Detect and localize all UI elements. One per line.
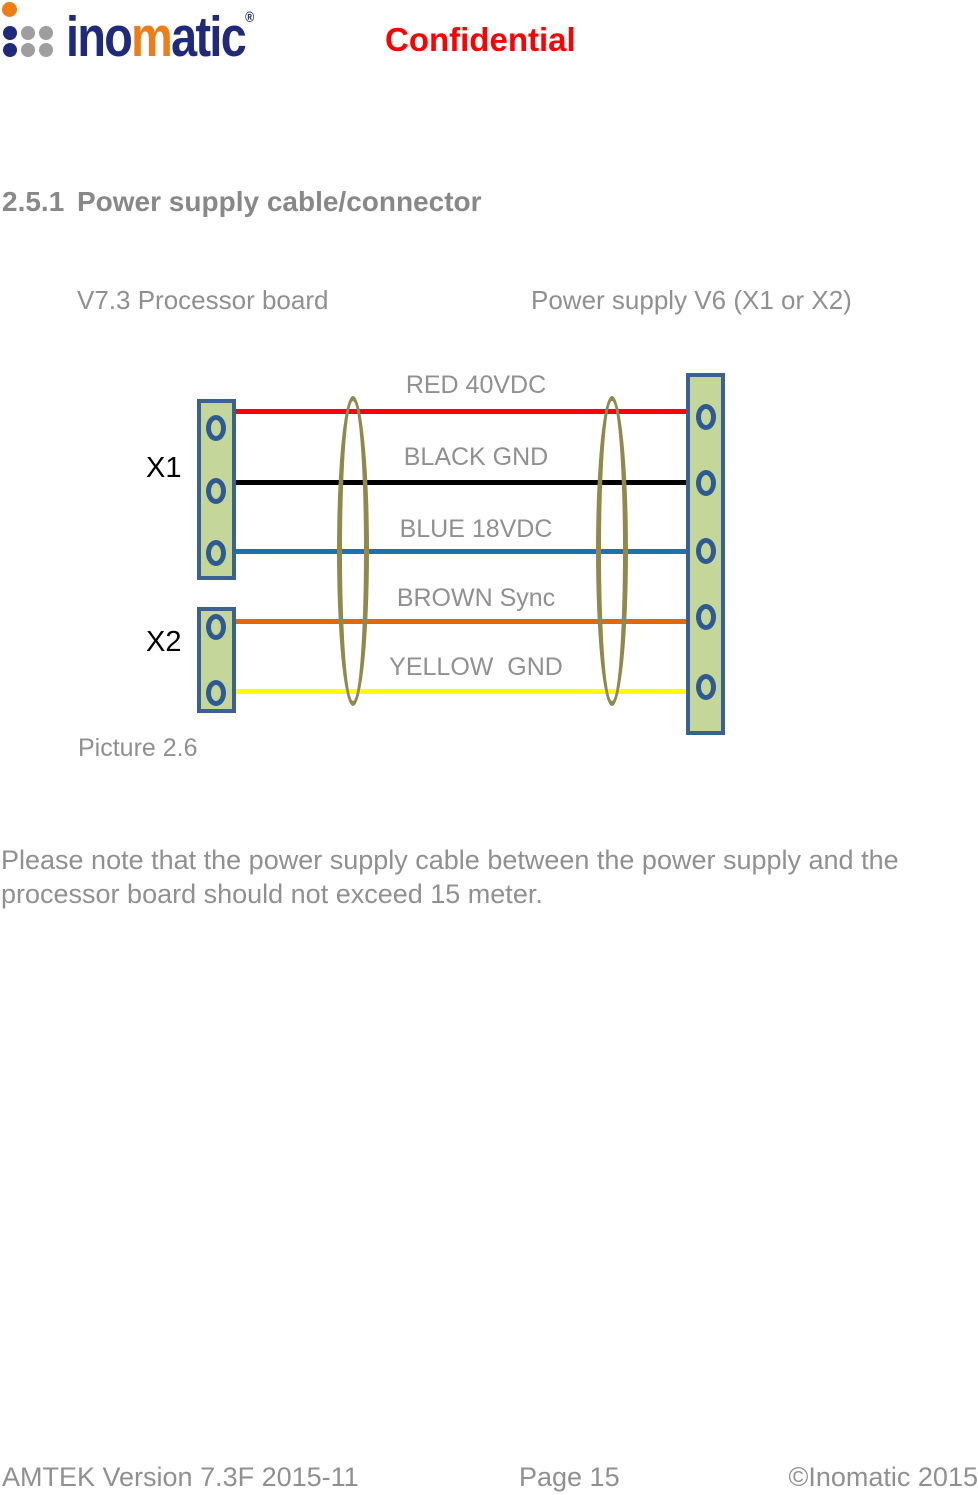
cable-bundle-ellipse (596, 396, 628, 706)
connector-pin-hole (206, 478, 226, 504)
wire-label-brown-sync: BROWN Sync (396, 584, 556, 612)
footer-copyright: ©Inomatic 2015 (788, 1462, 978, 1492)
wire-label-red-40vdc: RED 40VDC (405, 371, 547, 399)
wire-label-blue-18vdc: BLUE 18VDC (399, 515, 553, 543)
diagram-left-title: V7.3 Processor board (77, 285, 329, 315)
footer-page-number: Page 15 (519, 1462, 620, 1492)
logo-dot-icon (39, 26, 53, 40)
body-note: Please note that the power supply cable … (1, 845, 899, 909)
section-number: 2.5.1 (2, 186, 65, 217)
diagram-right-title: Power supply V6 (X1 or X2) (531, 285, 852, 315)
footer-version: AMTEK Version 7.3F 2015-11 (2, 1462, 359, 1492)
connector-pin-hole (206, 680, 226, 706)
wire-red (236, 409, 686, 414)
logo-dot-icon (3, 26, 17, 40)
logo-text-ino: ino (66, 5, 133, 69)
connector-pin-hole (696, 604, 716, 630)
cable-bundle-ellipse (337, 396, 369, 706)
connector-pin-hole (206, 614, 226, 640)
wire-label-yellow-gnd: YELLOW GND (389, 653, 563, 681)
logo-text-m: m (131, 5, 173, 69)
wire-blue (236, 549, 686, 554)
logo-text-atic: atic (171, 5, 247, 69)
section-title: Power supply cable/connector (77, 186, 482, 217)
wire-yellow (236, 689, 686, 694)
connector-x2 (197, 607, 236, 713)
connector-pin-hole (696, 674, 716, 700)
connector-pin-hole (696, 538, 716, 564)
logo-dot-icon (3, 43, 17, 57)
logo-wordmark: inomatic® (66, 4, 254, 70)
label-x1: X1 (146, 452, 182, 484)
registered-trademark-icon: ® (245, 9, 255, 26)
picture-caption: Picture 2.6 (78, 734, 198, 762)
label-x2: X2 (146, 626, 182, 658)
connector-pin-hole (696, 404, 716, 430)
logo-dot-icon (21, 26, 35, 40)
connector-pin-hole (696, 470, 716, 496)
wire-black (236, 480, 686, 485)
confidential-watermark: Confidential (385, 21, 576, 58)
logo-dot-icon (21, 43, 35, 57)
connector-pin-hole (206, 540, 226, 566)
connector-pin-hole (206, 415, 226, 441)
logo-dot-icon (39, 43, 53, 57)
wire-label-black-gnd: BLACK GND (403, 443, 549, 471)
wire-brown (236, 619, 686, 624)
logo-dot-orange-icon (2, 2, 17, 17)
